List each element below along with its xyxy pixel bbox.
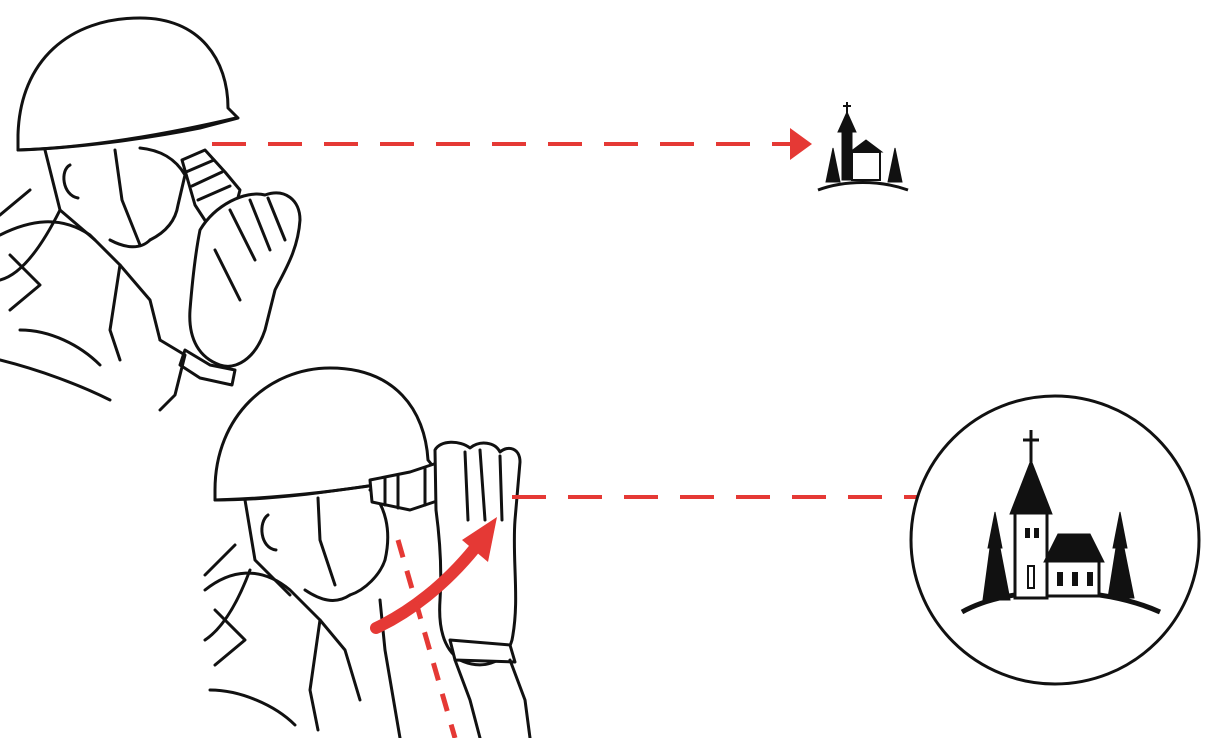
sight-line-bottom bbox=[512, 480, 966, 514]
arrowhead-top bbox=[790, 128, 812, 160]
magnified-view bbox=[911, 396, 1199, 684]
hand-top bbox=[190, 193, 300, 366]
church-small-icon bbox=[818, 102, 908, 190]
sight-line-top bbox=[212, 128, 812, 160]
soldier-top-figure bbox=[0, 18, 300, 410]
helmet-top bbox=[18, 18, 238, 150]
